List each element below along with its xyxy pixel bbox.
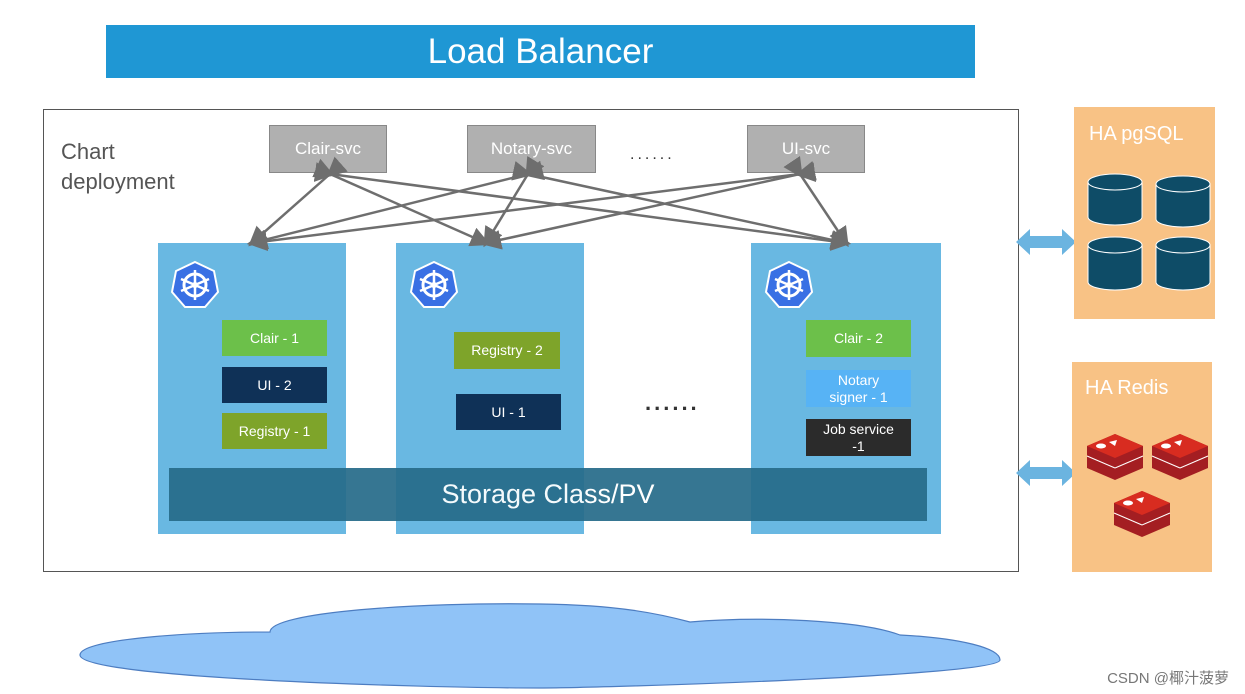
notary-signer-1-component: Notary signer - 1 [806,370,911,407]
registry-2-component: Registry - 2 [454,332,560,369]
job-service-1-component: Job service -1 [806,419,911,456]
arrow-ui-node1 [247,162,817,252]
pgsql-link-arrow-icon [1016,229,1076,255]
ha-pgsql-title: HA pgSQL [1089,123,1184,145]
chart-label-line2: deployment [61,169,175,194]
clair-2-component: Clair - 2 [806,320,911,357]
ha-redis-title: HA Redis [1085,377,1169,399]
arrow-ui-node2 [481,161,817,250]
cloud-shape [79,603,1001,689]
load-balancer-banner: Load Balancer [106,25,975,78]
ui-2-component: UI - 2 [222,367,327,403]
arrow-notary-node1 [247,160,545,250]
kubernetes-icon [764,260,814,308]
kubernetes-icon [170,260,220,308]
csdn-watermark: CSDN @椰汁菠萝 [1107,670,1229,687]
arrow-notary-node3 [511,161,851,250]
database-cylinders-icon [1087,173,1211,291]
chart-deployment-label: Chart deployment [61,137,175,197]
ui-1-component: UI - 1 [456,394,561,430]
job-service-line1: Job service [823,420,894,437]
notary-signer-line2: signer - 1 [829,388,888,405]
nodes-ellipsis: ...... [645,390,700,415]
registry-1-component: Registry - 1 [222,413,327,449]
kubernetes-icon [409,260,459,308]
redis-link-arrow-icon [1016,460,1076,486]
storage-class-pv-band: Storage Class/PV [169,468,927,521]
clair-1-component: Clair - 1 [222,320,327,356]
services-ellipsis: ...... [630,146,675,163]
chart-label-line1: Chart [61,139,115,164]
notary-signer-line1: Notary [837,371,880,388]
arrow-ui-node3 [783,155,849,248]
redis-logo-icon [1086,434,1209,537]
job-service-line2: -1 [852,437,865,454]
